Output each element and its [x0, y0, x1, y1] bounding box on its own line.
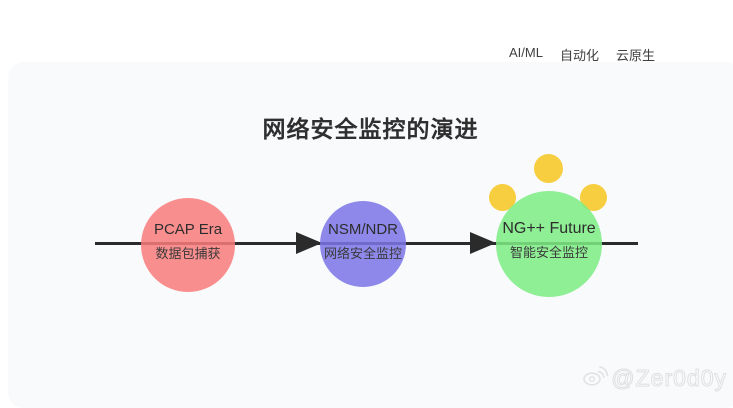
watermark: @Zer0d0y: [582, 364, 727, 392]
watermark-handle: @Zer0d0y: [611, 364, 727, 391]
tag-automation: 自动化: [559, 48, 599, 63]
page-title: 网络安全监控的演进: [262, 116, 479, 142]
stage-name: NSM/NDR: [328, 221, 398, 238]
stage-label-ng-future: NG++ Future 智能安全监控: [464, 220, 634, 260]
stage-name: NG++ Future: [502, 220, 596, 237]
weibo-icon: [582, 364, 609, 392]
arrow-right-icon: [296, 232, 322, 254]
stage-circle-nsm-ndr: [320, 201, 406, 287]
tag-aiml: AI/ML: [509, 45, 543, 60]
stage-subtitle: 数据包捕获: [155, 246, 221, 261]
keyword-tags: AI/ML 自动化 云原生: [509, 45, 655, 64]
tag-cloudnative: 云原生: [615, 48, 655, 63]
stage-label-pcap-era: PCAP Era 数据包捕获: [103, 221, 273, 261]
stage-label-nsm-ndr: NSM/NDR 网络安全监控: [278, 221, 448, 261]
stage-circle-pcap-era: [141, 198, 235, 292]
stage-subtitle: 智能安全监控: [509, 245, 588, 260]
decorative-dot: [534, 154, 563, 183]
stage-circle-ng-future: [496, 191, 602, 297]
stage-subtitle: 网络安全监控: [323, 246, 402, 261]
stage-name: PCAP Era: [153, 221, 223, 238]
arrow-right-icon: [470, 232, 496, 254]
